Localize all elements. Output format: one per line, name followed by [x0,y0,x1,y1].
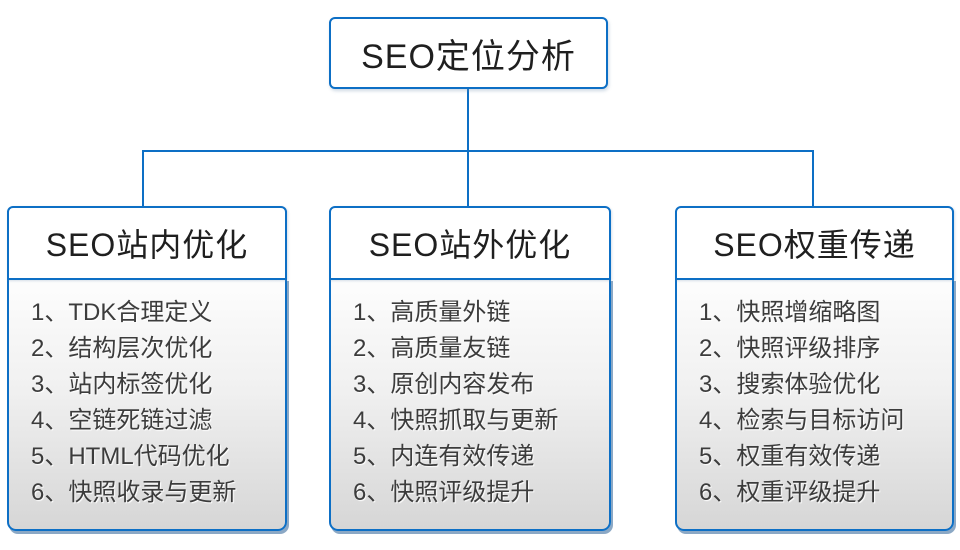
branch-onsite-header: SEO站内优化 [7,206,287,280]
list-item: 4、检索与目标访问 [699,407,905,434]
list-item: 6、快照评级提升 [353,479,535,506]
list-item: 3、搜索体验优化 [699,371,881,398]
branch-weight: SEO权重传递 1、快照增缩略图 2、快照评级排序 3、搜索体验优化 4、检索与… [675,206,954,531]
branch-offsite: SEO站外优化 1、高质量外链 2、高质量友链 3、原创内容发布 4、快照抓取与… [329,206,611,531]
list-item: 5、内连有效传递 [353,443,535,470]
list-item: 3、站内标签优化 [31,371,213,398]
connector-drop-middle [467,150,469,207]
branch-offsite-list: 1、高质量外链 2、高质量友链 3、原创内容发布 4、快照抓取与更新 5、内连有… [329,278,611,531]
list-item: 2、快照评级排序 [699,335,881,362]
branch-onsite-title: SEO站内优化 [45,227,249,263]
connector-drop-left [142,150,144,207]
list-item: 5、HTML代码优化 [31,443,230,470]
branch-weight-header: SEO权重传递 [675,206,954,280]
branch-onsite: SEO站内优化 1、TDK合理定义 2、结构层次优化 3、站内标签优化 4、空链… [7,206,287,531]
list-item: 5、权重有效传递 [699,443,881,470]
list-item: 3、原创内容发布 [353,371,535,398]
list-item: 1、TDK合理定义 [31,299,213,326]
root-node-box: SEO定位分析 [329,17,608,89]
connector-drop-right [812,150,814,207]
list-item: 1、高质量外链 [353,299,511,326]
branch-weight-list: 1、快照增缩略图 2、快照评级排序 3、搜索体验优化 4、检索与目标访问 5、权… [675,278,954,531]
branch-onsite-list: 1、TDK合理定义 2、结构层次优化 3、站内标签优化 4、空链死链过滤 5、H… [7,278,287,531]
branch-offsite-header: SEO站外优化 [329,206,611,280]
connector-root-stem [467,89,469,151]
list-item: 1、快照增缩略图 [699,299,881,326]
branch-weight-title: SEO权重传递 [713,227,916,263]
list-item: 6、权重评级提升 [699,479,881,506]
branch-offsite-title: SEO站外优化 [368,227,572,263]
root-node-label: SEO定位分析 [361,37,576,76]
list-item: 4、空链死链过滤 [31,407,213,434]
list-item: 2、高质量友链 [353,335,511,362]
list-item: 4、快照抓取与更新 [353,407,559,434]
list-item: 2、结构层次优化 [31,335,213,362]
list-item: 6、快照收录与更新 [31,479,237,506]
connector-horizontal [142,150,814,152]
